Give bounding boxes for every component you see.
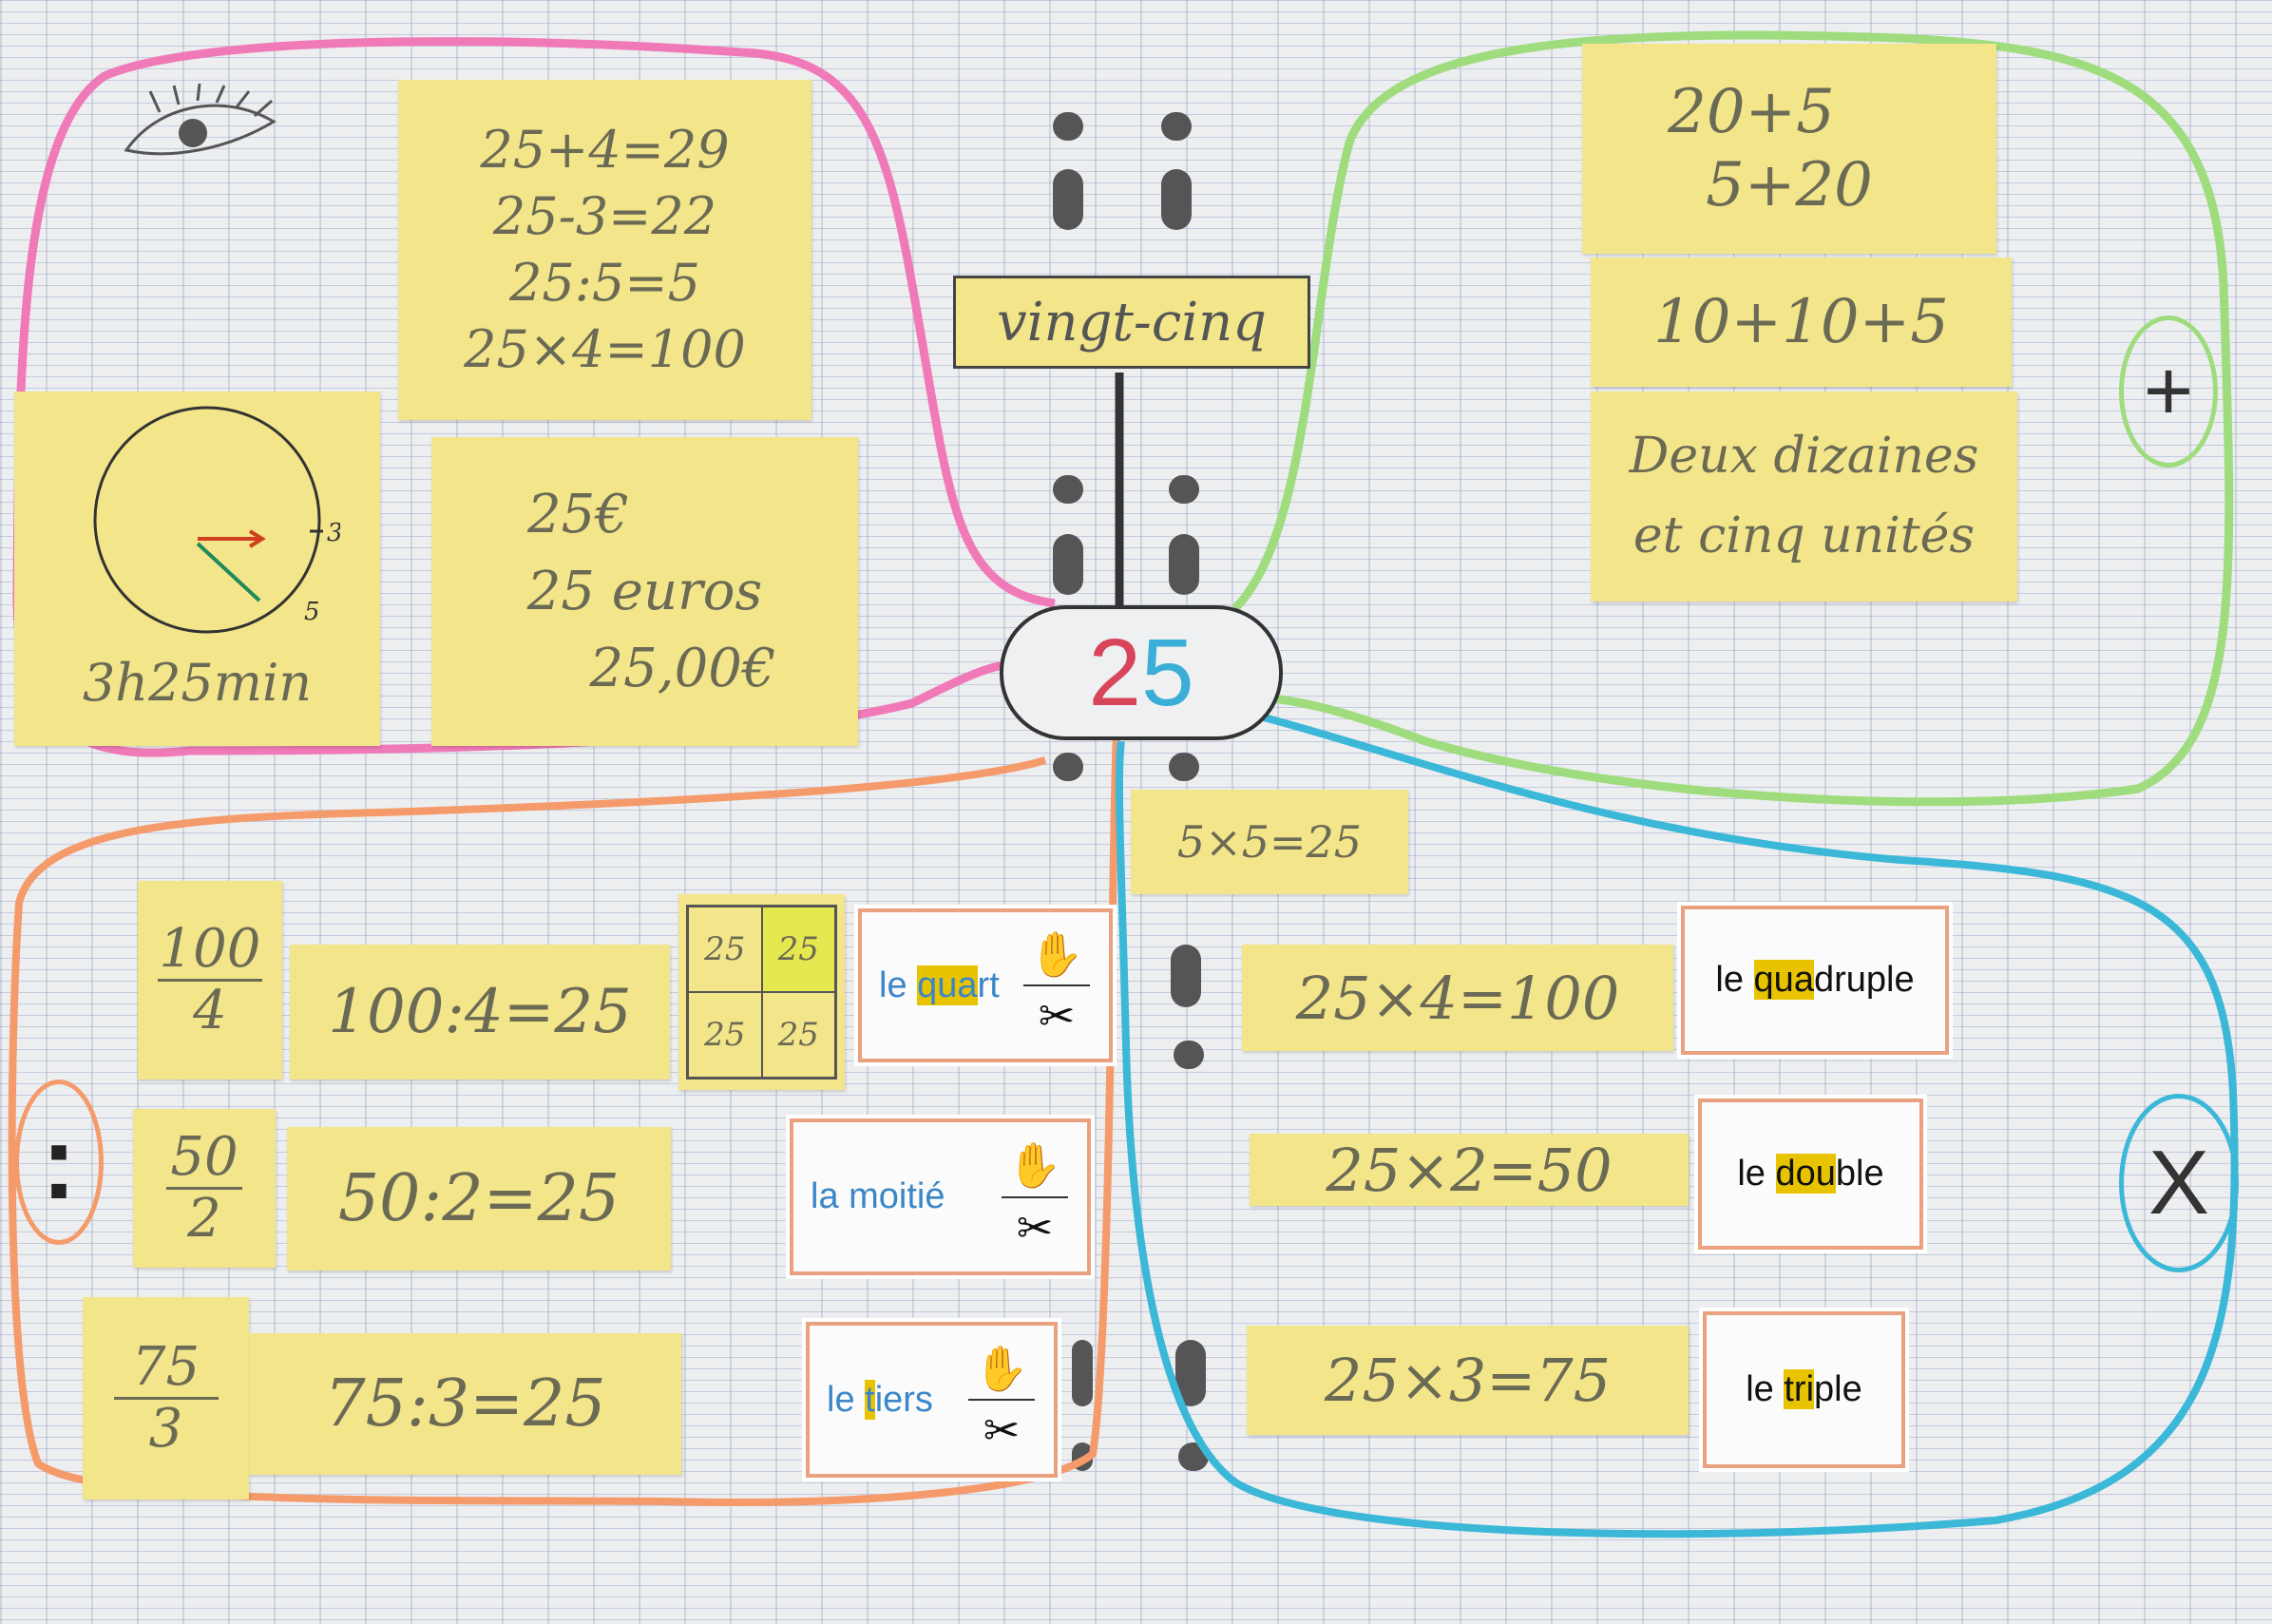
hand-icon: ✋ [1029, 928, 1084, 979]
number-units: 5 [1141, 619, 1194, 726]
operation: 25-3=22 [492, 185, 717, 246]
scissors-icon: ✂ [1038, 991, 1076, 1041]
sum: 5+20 [1706, 149, 1873, 220]
card-label: le double [1737, 1154, 1884, 1194]
numerator: 100 [159, 918, 261, 981]
card-label: le quart [879, 965, 1000, 1005]
hand-icon: ✋ [974, 1343, 1029, 1393]
card-label: le tiers [827, 1379, 933, 1420]
card-le-triple: le triple [1703, 1311, 1905, 1468]
numerator: 75 [131, 1336, 200, 1399]
binder-hole [1072, 1340, 1093, 1406]
plus-symbol: + [2143, 343, 2194, 439]
division-sticky: 100:4=25 [290, 945, 670, 1079]
multiplication-sticky: 25×2=50 [1250, 1134, 1689, 1206]
plus-symbol-circle: + [2119, 315, 2218, 468]
division-sticky: 75:3=25 [249, 1333, 681, 1475]
binder-hole [1053, 112, 1083, 141]
card-label: le quadruple [1715, 960, 1915, 1000]
card-le-quart: le quart ✋ ✂ [858, 908, 1113, 1062]
scissors-icon: ✂ [983, 1405, 1021, 1455]
clock-drawing: 3 5 [93, 406, 340, 634]
binder-hole [1053, 169, 1083, 230]
grid-cell: 25 [761, 907, 835, 992]
division: 50:2=25 [337, 1161, 621, 1236]
division: 75:3=25 [324, 1366, 606, 1442]
card-le-quadruple: le quadruple [1681, 906, 1949, 1055]
binder-hole [1053, 475, 1083, 504]
card-label: la moitié [811, 1176, 945, 1216]
binder-hole [1169, 475, 1199, 504]
binder-hole [1171, 945, 1201, 1007]
sums-sticky: 20+5 5+20 [1582, 44, 1996, 254]
sum: 10+10+5 [1653, 287, 1949, 357]
words-sticky: Deux dizaines et cinq unités [1591, 392, 2017, 602]
binder-hole [1161, 169, 1192, 230]
sum: 20+5 [1668, 76, 1835, 147]
operation: 25×4=100 [464, 319, 746, 380]
multiplication-sticky: 25×3=75 [1247, 1326, 1689, 1435]
hand-icon: ✋ [1007, 1140, 1062, 1191]
multiplication: 25×4=100 [1295, 963, 1620, 1033]
multiplication: 25×3=75 [1324, 1346, 1612, 1415]
tens-words: Deux dizaines [1629, 428, 1979, 486]
card-label: le triple [1746, 1369, 1862, 1409]
card-le-tiers: le tiers ✋ ✂ [806, 1322, 1058, 1478]
operations-sticky: 25+4=29 25-3=22 25:5=5 25×4=100 [398, 80, 811, 420]
binder-hole [1174, 1041, 1204, 1069]
clock-tick-5: 5 [304, 598, 320, 626]
grid-cell: 25 [761, 992, 835, 1078]
scissors-icon: ✂ [1016, 1202, 1054, 1252]
binder-hole [1053, 753, 1083, 781]
money-value: 25€ [527, 483, 629, 545]
binder-hole [1169, 753, 1199, 781]
sum2-sticky: 10+10+5 [1591, 258, 2012, 387]
numerator: 50 [170, 1126, 239, 1189]
card-la-moitie: la moitié ✋ ✂ [790, 1118, 1091, 1275]
multiply-symbol: X [2148, 1132, 2210, 1233]
denominator: 4 [193, 980, 227, 1041]
green-loop [1231, 30, 2234, 807]
number-tens: 2 [1088, 619, 1141, 726]
clock-tick-3: 3 [327, 519, 340, 547]
division-symbol-circle: : [14, 1079, 104, 1245]
units-words: et cinq unités [1632, 506, 1976, 564]
division-symbol: : [41, 1103, 77, 1221]
operation: 25:5=5 [509, 253, 700, 313]
eye-icon [124, 84, 277, 156]
clock-sticky: 3 5 3h25min [14, 392, 380, 746]
blue-loop [1115, 714, 2239, 1538]
square: 5×5=25 [1176, 816, 1363, 868]
word-vingt-cinq: vingt-cinq [996, 291, 1268, 353]
square-sticky: 5×5=25 [1131, 790, 1408, 894]
money-sticky: 25€ 25 euros 25,00€ [431, 437, 858, 746]
multiply-symbol-circle: X [2119, 1094, 2239, 1272]
division-sticky: 50:2=25 [287, 1127, 671, 1271]
binder-hole [1053, 534, 1083, 595]
binder-hole [1161, 112, 1192, 141]
denominator: 2 [187, 1188, 221, 1250]
card-le-double: le double [1698, 1099, 1923, 1250]
clock-time: 3h25min [82, 653, 313, 713]
word-box: vingt-cinq [953, 276, 1310, 369]
quarter-grid: 25 25 25 25 [686, 905, 837, 1079]
division: 100:4=25 [328, 977, 632, 1047]
denominator: 3 [148, 1398, 183, 1460]
multiplication-sticky: 25×4=100 [1242, 945, 1673, 1051]
money-value: 25 euros [526, 560, 763, 622]
multiplication: 25×2=50 [1326, 1135, 1613, 1205]
binder-hole [1169, 534, 1199, 595]
operation: 25+4=29 [480, 119, 730, 180]
orange-loop [8, 736, 1120, 1506]
grid-cell: 25 [688, 992, 762, 1078]
grid-cell: 25 [688, 907, 762, 992]
money-value: 25,00€ [589, 638, 776, 700]
quarter-grid-sticky: 25 25 25 25 [678, 894, 845, 1090]
